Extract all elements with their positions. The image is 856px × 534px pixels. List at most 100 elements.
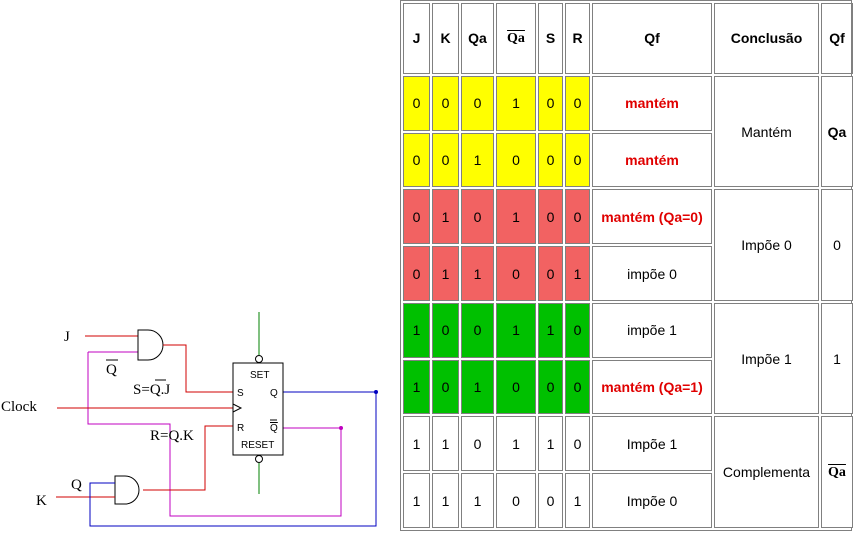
cell-qa-not: 0 [496,359,536,415]
cell-k: 0 [432,75,459,131]
jk-flip-flop-circuit: SET S Q R Q RESET J Q Clock S=Q.J R=Q.K … [1,312,378,527]
cell-s: 0 [538,189,563,245]
label-clock: Clock [1,399,37,415]
cell-k: 0 [432,302,459,358]
cell-j: 1 [403,416,430,472]
cell-k: 0 [432,359,459,415]
header-k: K [432,3,459,74]
cell-qa: 0 [461,302,494,358]
cell-qa-not: 0 [496,473,536,528]
ff-q-label: Q [270,388,278,399]
table-row: 1 0 0 1 1 0 impõe 1 Impõe 1 1 [403,302,853,415]
cell-s: 0 [538,75,563,131]
and-gate-upper [137,329,164,361]
cell-j: 1 [403,359,430,415]
cell-qf: impõe 1 [592,302,712,358]
table-row: 0 1 1 0 0 1 impõe 0 [403,246,853,301]
cell-r: 0 [565,416,590,472]
cell-qa: 1 [461,246,494,301]
cell-qa: 0 [461,416,494,472]
cell-conclusion-impoe1: Impõe 1 [714,302,819,415]
cell-qf: Impõe 0 [592,473,712,528]
cell-r: 0 [565,302,590,358]
cell-s: 1 [538,302,563,358]
label-k: K [36,493,47,509]
cell-qa: 0 [461,189,494,245]
truth-table: J K Qa Qa S R Qf Conclusão Qf 0 0 0 1 0 … [401,1,855,530]
cell-j: 0 [403,246,430,301]
reset-bubble [255,455,263,463]
cell-qf: mantém (Qa=1) [592,359,712,415]
label-q: Q [71,477,82,493]
label-qbar: Q [106,362,117,378]
cell-r: 1 [565,473,590,528]
cell-qa: 0 [461,75,494,131]
cell-s: 1 [538,416,563,472]
table-row: 1 1 0 1 1 0 Impõe 1 Complementa Qa [403,416,853,528]
cell-j: 0 [403,132,430,188]
set-bubble [255,355,263,363]
cell-j: 1 [403,302,430,358]
label-s-equation: S=Q.J [133,382,170,398]
ff-reset-label: RESET [241,440,274,451]
cell-qf-final-qa-not: Qa [821,416,853,528]
cell-r: 0 [565,359,590,415]
cell-qf: mantém [592,132,712,188]
wire-q-loop [89,391,377,527]
header-qf: Qf [592,3,712,74]
cell-k: 1 [432,473,459,528]
cell-conclusion-complementa: Complementa [714,416,819,528]
cell-qa: 1 [461,473,494,528]
cell-k: 1 [432,416,459,472]
wire-s [163,344,233,393]
label-j: J [64,329,70,345]
header-conclusao: Conclusão [714,3,819,74]
ff-set-label: SET [250,370,269,381]
cell-r: 1 [565,246,590,301]
cell-qf: mantém [592,75,712,131]
cell-k: 0 [432,132,459,188]
table-row: 0 0 1 0 0 0 mantém [403,132,853,188]
cell-k: 1 [432,246,459,301]
cell-conclusion-impoe0: Impõe 0 [714,189,819,301]
wire-r [143,425,233,491]
cell-qf-final-0: 0 [821,189,853,301]
ff-r-label: R [237,423,244,434]
ff-qbar-label: Q [270,423,278,434]
and-gate-lower [114,475,140,505]
cell-qa: 1 [461,132,494,188]
cell-qa: 1 [461,359,494,415]
cell-qf: impõe 0 [592,246,712,301]
cell-qa-not: 1 [496,75,536,131]
cell-j: 0 [403,189,430,245]
junction-qbar [339,426,343,430]
cell-qa-not: 1 [496,302,536,358]
cell-qf: mantém (Qa=0) [592,189,712,245]
header-qa-not: Qa [496,3,536,74]
header-row: J K Qa Qa S R Qf Conclusão Qf [403,3,853,74]
flip-flop-box [232,362,284,456]
table-row: 0 0 0 1 0 0 mantém Mantém Qa [403,75,853,188]
label-r-equation: R=Q.K [150,428,194,444]
header-qa: Qa [461,3,494,74]
header-r: R [565,3,590,74]
cell-qa-not: 1 [496,416,536,472]
cell-j: 1 [403,473,430,528]
cell-qa-not: 1 [496,189,536,245]
cell-r: 0 [565,189,590,245]
clock-triangle [232,403,243,413]
table-row: 1 0 1 0 0 0 mantém (Qa=1) [403,359,853,415]
table-row: 1 1 1 0 0 1 Impõe 0 [403,473,853,528]
table-row: 0 1 0 1 0 0 mantém (Qa=0) Impõe 0 0 [403,189,853,301]
cell-k: 1 [432,189,459,245]
cell-qa-not: 0 [496,132,536,188]
cell-qa-not: 0 [496,246,536,301]
header-qf-final: Qf [821,3,853,74]
header-j: J [403,3,430,74]
cell-s: 0 [538,132,563,188]
truth-table-container: J K Qa Qa S R Qf Conclusão Qf 0 0 0 1 0 … [400,0,855,531]
ff-s-label: S [237,388,244,399]
cell-qf: Impõe 1 [592,416,712,472]
cell-qf-final-qa: Qa [821,75,853,188]
cell-r: 0 [565,132,590,188]
